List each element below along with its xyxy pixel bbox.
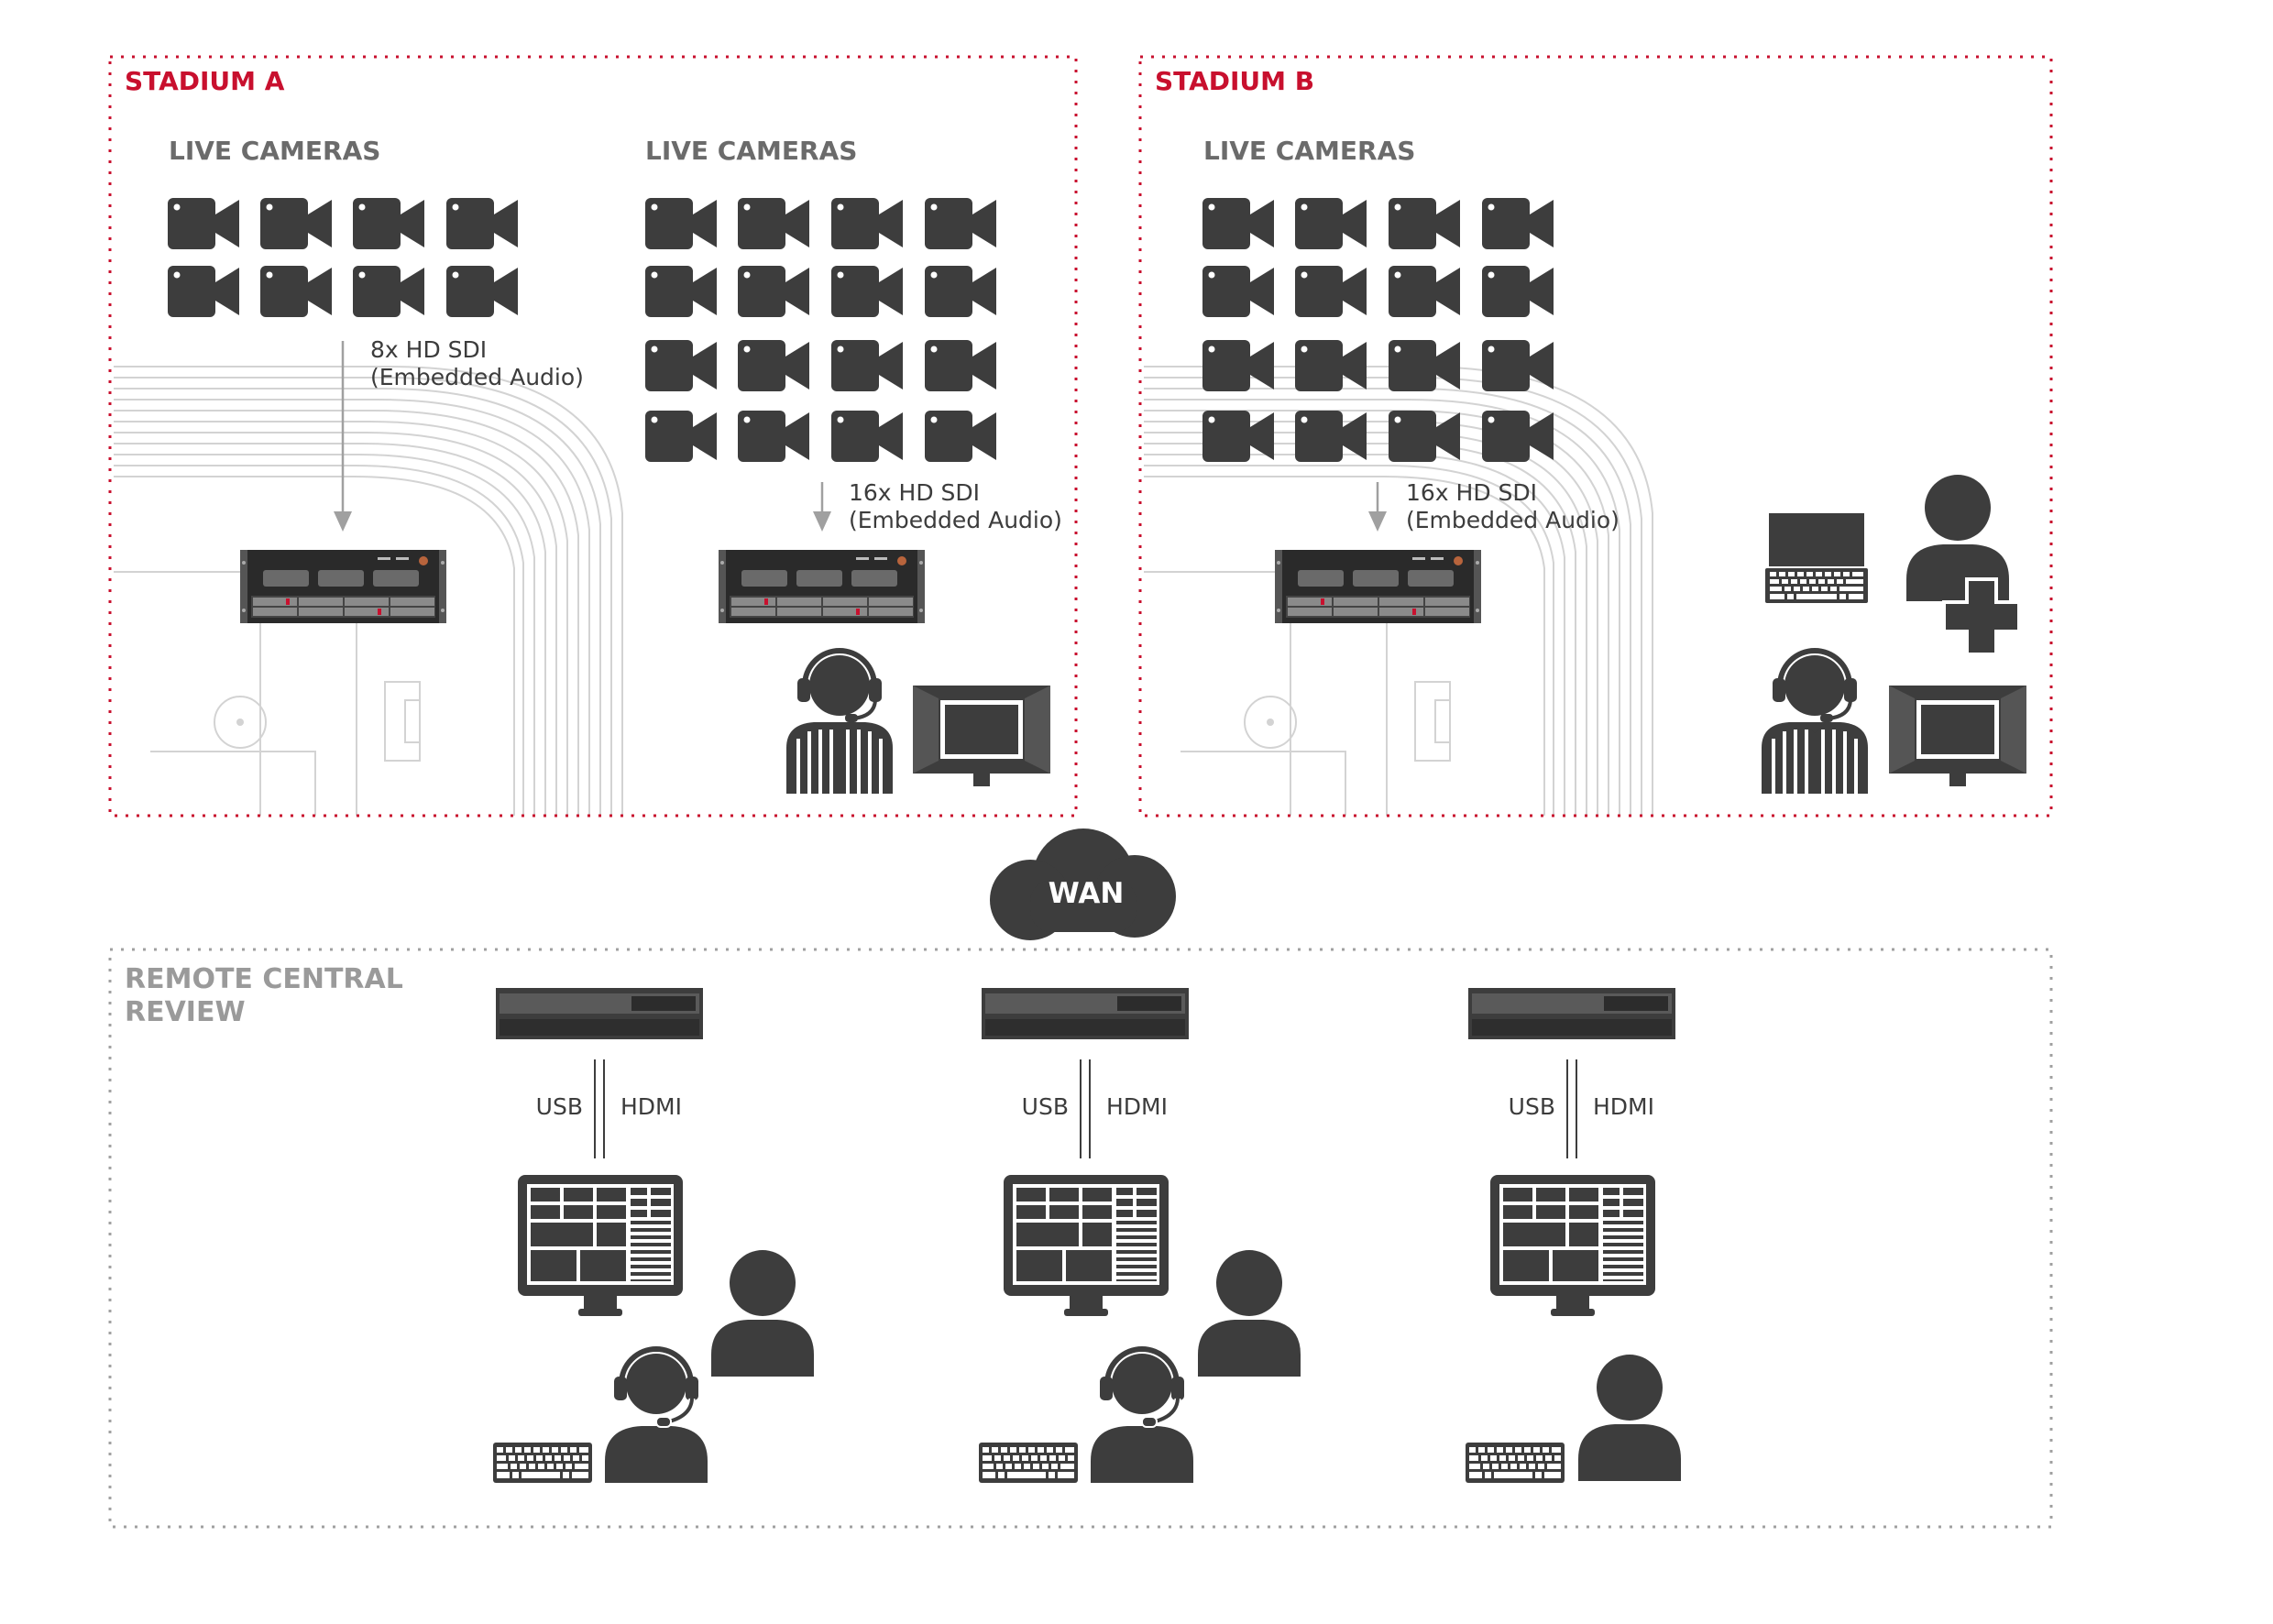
operator-headset-icon bbox=[1091, 1349, 1193, 1483]
camera-icon bbox=[738, 198, 809, 249]
operator-headset-icon bbox=[605, 1349, 708, 1483]
keyboard-icon bbox=[979, 1443, 1078, 1483]
review-station-2: USB HDMI bbox=[979, 988, 1301, 1483]
stadium-a-title: STADIUM A bbox=[125, 66, 285, 96]
camera-icon bbox=[168, 266, 239, 317]
camera-icon bbox=[260, 266, 332, 317]
video-server-icon bbox=[240, 550, 446, 623]
camera-group-a1 bbox=[168, 198, 518, 317]
review-station-3: USB HDMI bbox=[1466, 988, 1681, 1483]
camera-icon bbox=[831, 411, 903, 462]
camera-icon bbox=[925, 266, 996, 317]
sdi-link-sublabel-b1: (Embedded Audio) bbox=[1406, 507, 1620, 533]
hdmi-label: HDMI bbox=[1106, 1093, 1168, 1120]
referee-headset-icon bbox=[1762, 651, 1868, 794]
multiview-monitor-icon bbox=[1490, 1175, 1655, 1316]
camera-icon bbox=[1295, 340, 1367, 391]
keyboard-icon bbox=[493, 1443, 592, 1483]
sdi-link-label-a1: 8x HD SDI bbox=[370, 336, 487, 363]
live-cameras-title-a2: LIVE CAMERAS bbox=[645, 136, 857, 166]
usb-label: USB bbox=[536, 1093, 583, 1120]
camera-icon bbox=[1482, 198, 1554, 249]
review-monitor-icon bbox=[913, 686, 1050, 786]
stadium-b-zone: STADIUM B LIVE CAMERAS 16x HD SDI (Embed… bbox=[1138, 55, 2053, 817]
laptop-icon bbox=[1765, 513, 1868, 603]
hdmi-label: HDMI bbox=[1593, 1093, 1654, 1120]
medic-person-icon bbox=[1906, 475, 2021, 656]
camera-icon bbox=[738, 411, 809, 462]
keyboard-icon bbox=[1466, 1443, 1565, 1483]
wan-label: WAN bbox=[1049, 877, 1125, 910]
camera-icon bbox=[831, 266, 903, 317]
camera-icon bbox=[1295, 198, 1367, 249]
multiview-monitor-icon bbox=[518, 1175, 683, 1316]
camera-icon bbox=[446, 266, 518, 317]
remote-title-line1: REMOTE CENTRAL bbox=[125, 963, 403, 995]
sdi-link-sublabel-a1: (Embedded Audio) bbox=[370, 364, 584, 390]
usb-label: USB bbox=[1509, 1093, 1555, 1120]
camera-icon bbox=[925, 411, 996, 462]
multiview-monitor-icon bbox=[1004, 1175, 1169, 1316]
stadium-a-zone: STADIUM A LIVE CAMERAS 8x HD SDI (Embedd… bbox=[108, 55, 1078, 817]
replay-receiver-icon bbox=[982, 988, 1189, 1039]
camera-icon bbox=[1389, 198, 1460, 249]
sdi-link-label-b1: 16x HD SDI bbox=[1406, 479, 1537, 506]
video-server-icon bbox=[719, 550, 925, 623]
stadium-b-title: STADIUM B bbox=[1155, 66, 1314, 96]
person-icon bbox=[1578, 1355, 1681, 1481]
replay-receiver-icon bbox=[1468, 988, 1675, 1039]
camera-icon bbox=[645, 198, 717, 249]
usb-label: USB bbox=[1022, 1093, 1069, 1120]
camera-icon bbox=[353, 198, 424, 249]
person-icon bbox=[1198, 1250, 1301, 1377]
person-icon bbox=[711, 1250, 814, 1377]
live-cameras-title-a1: LIVE CAMERAS bbox=[169, 136, 380, 166]
camera-icon bbox=[645, 411, 717, 462]
sdi-link-sublabel-a2: (Embedded Audio) bbox=[849, 507, 1062, 533]
remote-review-zone: REMOTE CENTRAL REVIEW USB HDMI USB HDMI bbox=[108, 948, 2053, 1529]
camera-icon bbox=[645, 266, 717, 317]
cloud-icon bbox=[990, 828, 1176, 940]
camera-icon bbox=[831, 198, 903, 249]
camera-icon bbox=[446, 198, 518, 249]
camera-icon bbox=[1389, 411, 1460, 462]
camera-icon bbox=[1482, 266, 1554, 317]
arrow-down-icon bbox=[334, 511, 352, 532]
camera-icon bbox=[1482, 411, 1554, 462]
camera-icon bbox=[738, 266, 809, 317]
replay-receiver-icon bbox=[496, 988, 703, 1039]
camera-icon bbox=[260, 198, 332, 249]
stadium-b-border bbox=[1138, 55, 2053, 817]
camera-group-a2 bbox=[645, 198, 996, 462]
camera-icon bbox=[353, 266, 424, 317]
camera-icon bbox=[645, 340, 717, 391]
camera-icon bbox=[1202, 266, 1274, 317]
camera-icon bbox=[1202, 198, 1274, 249]
remote-review-border bbox=[108, 948, 2053, 1529]
video-server-icon bbox=[1275, 550, 1481, 623]
remote-title-line2: REVIEW bbox=[125, 996, 246, 1028]
wan-cloud: WAN bbox=[990, 828, 1176, 940]
camera-icon bbox=[1295, 266, 1367, 317]
hdmi-label: HDMI bbox=[620, 1093, 682, 1120]
camera-icon bbox=[831, 340, 903, 391]
stadium-a-border bbox=[108, 55, 1078, 817]
review-monitor-icon bbox=[1889, 686, 2026, 786]
referee-headset-icon bbox=[786, 651, 893, 794]
arrow-down-icon bbox=[813, 511, 831, 532]
camera-icon bbox=[738, 340, 809, 391]
live-cameras-title-b1: LIVE CAMERAS bbox=[1203, 136, 1415, 166]
camera-icon bbox=[925, 198, 996, 249]
camera-icon bbox=[168, 198, 239, 249]
camera-icon bbox=[1389, 266, 1460, 317]
review-station-1: USB HDMI bbox=[493, 988, 814, 1483]
camera-icon bbox=[925, 340, 996, 391]
sdi-link-label-a2: 16x HD SDI bbox=[849, 479, 980, 506]
arrow-down-icon bbox=[1368, 511, 1387, 532]
camera-icon bbox=[1202, 340, 1274, 391]
camera-icon bbox=[1389, 340, 1460, 391]
